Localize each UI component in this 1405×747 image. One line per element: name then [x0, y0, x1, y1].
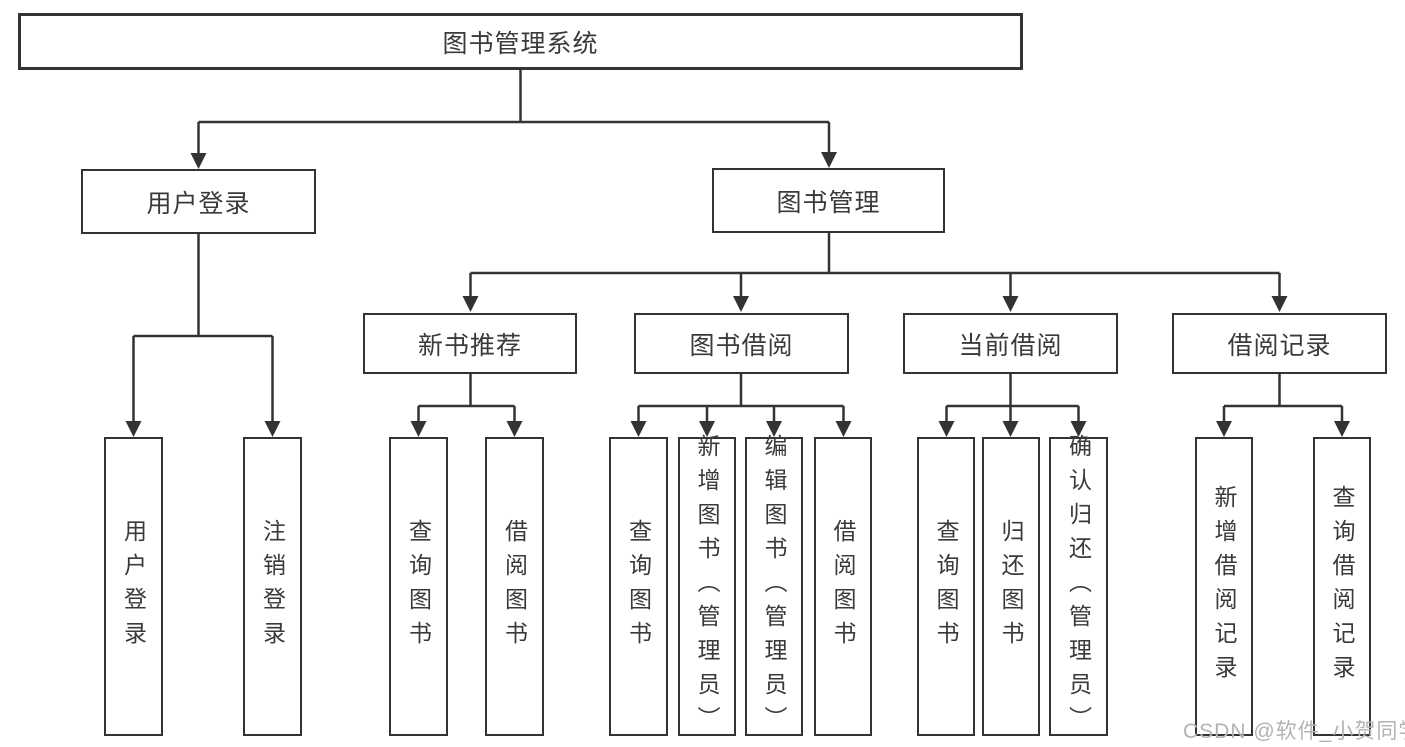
- leaf-recommend-query-books: 查询图书: [389, 437, 448, 736]
- node-book-management-branch: 图书管理: [712, 168, 945, 233]
- node-borrowing-records: 借阅记录: [1172, 313, 1387, 374]
- leaf-borrowing-query-books: 查询图书: [609, 437, 668, 736]
- connectors: [125, 70, 1350, 437]
- leaf-current-query-books: 查询图书: [917, 437, 975, 736]
- leaf-logout: 注销登录: [243, 437, 302, 736]
- node-new-book-recommendation: 新书推荐: [363, 313, 577, 374]
- leaf-current-confirm-return-admin: 确认归还（管理员）: [1049, 434, 1108, 740]
- csdn-watermark: CSDN @软件_小贺同学: [1183, 720, 1405, 743]
- node-library-management-system: 图书管理系统: [18, 13, 1023, 70]
- leaf-records-query-record: 查询借阅记录: [1313, 437, 1371, 736]
- node-book-borrowing: 图书借阅: [634, 313, 849, 374]
- leaf-borrowing-add-books-admin: 新增图书（管理员）: [678, 434, 736, 740]
- node-current-borrowing: 当前借阅: [903, 313, 1118, 374]
- leaf-borrowing-borrow-books: 借阅图书: [814, 437, 872, 736]
- leaf-borrowing-edit-books-admin: 编辑图书（管理员）: [745, 434, 803, 740]
- leaf-recommend-borrow-books: 借阅图书: [485, 437, 544, 736]
- leaf-current-return-books: 归还图书: [982, 437, 1040, 736]
- node-user-login-branch: 用户登录: [81, 169, 316, 234]
- leaf-records-add-record: 新增借阅记录: [1195, 437, 1253, 736]
- leaf-user-login: 用户登录: [104, 437, 163, 736]
